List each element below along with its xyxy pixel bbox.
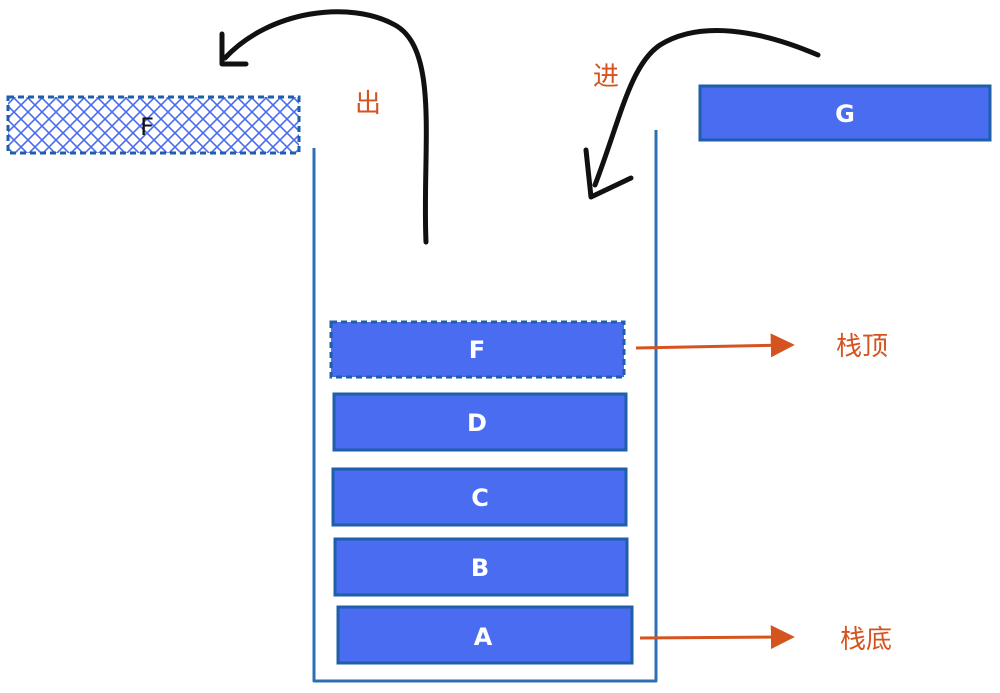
stack-item-bottom: A: [336, 605, 634, 665]
stack-item: B: [333, 537, 629, 597]
pop-arrow: [219, 9, 429, 245]
stack-block-b: [333, 537, 629, 597]
push-arrow-head: [583, 147, 634, 200]
pop-arrow-head: [219, 31, 249, 67]
stack-block-d-label: D: [467, 409, 487, 437]
popped-block-f: [6, 95, 301, 155]
stack-block-a: [336, 605, 634, 665]
stack-container: [312, 130, 658, 683]
popped-block-label: F: [140, 113, 154, 141]
stack-top-label: 栈顶: [836, 332, 888, 362]
stack-block-c: [331, 467, 628, 527]
stack-item: C: [331, 467, 628, 527]
stack-block-f-label: F: [469, 336, 485, 364]
top-pointer-arrow: [635, 333, 795, 358]
pop-arrow-curve: [222, 9, 429, 245]
stack-item: D: [332, 392, 628, 452]
push-arrow: [583, 28, 821, 200]
pop-label: 出: [355, 89, 381, 119]
stack-block-d: [332, 392, 628, 452]
stack-block-a-label: A: [474, 623, 493, 651]
stack-block-b-label: B: [471, 554, 489, 582]
stack-block-f: [329, 320, 626, 379]
incoming-block: G: [698, 84, 992, 142]
incoming-block-label: G: [835, 100, 855, 128]
stack-item-top: F: [329, 320, 626, 379]
push-label: 进: [593, 62, 619, 92]
push-arrow-curve: [592, 28, 821, 188]
stack-block-c-label: C: [471, 484, 489, 512]
bottom-pointer-arrow: [639, 625, 795, 650]
stack-bottom-label: 栈底: [840, 625, 892, 655]
incoming-block-g: [698, 84, 992, 142]
popped-block: F: [6, 95, 301, 155]
